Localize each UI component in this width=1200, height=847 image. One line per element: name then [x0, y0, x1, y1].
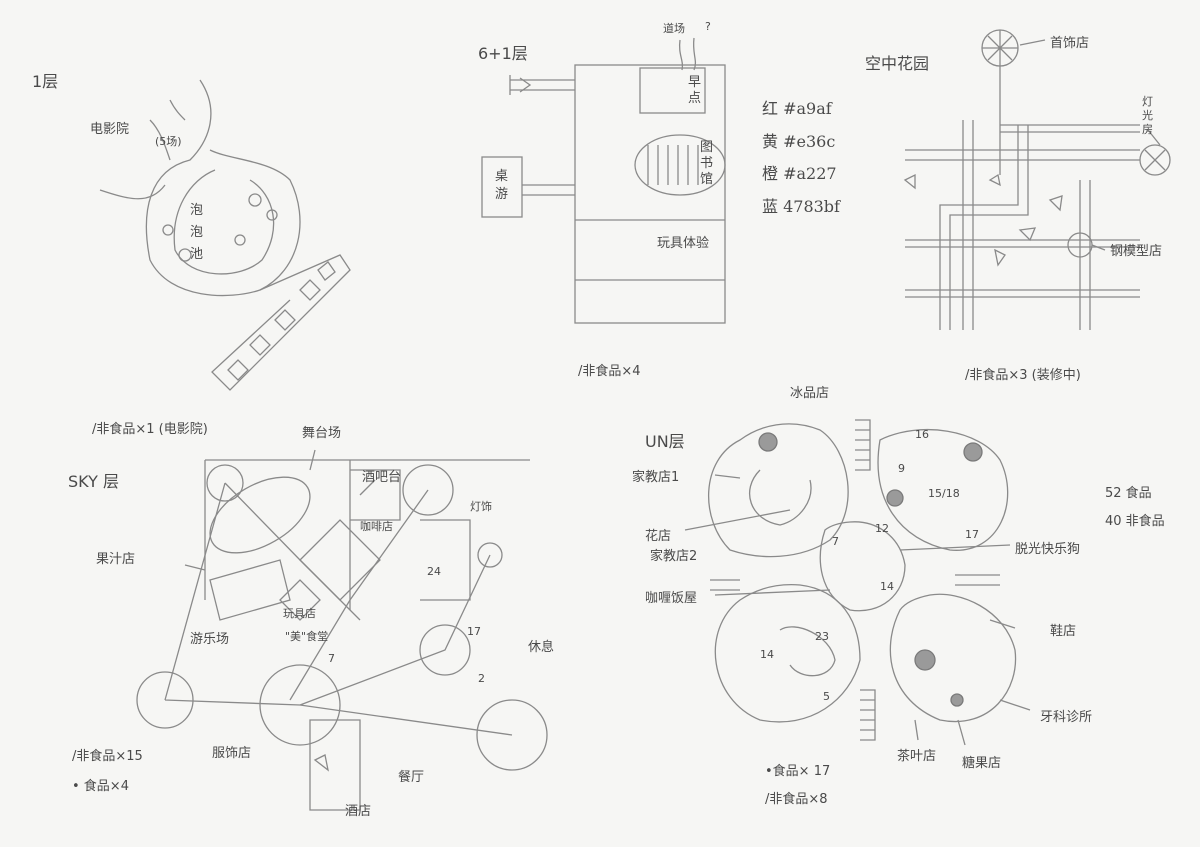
un-family1-label: 家教店1: [632, 470, 680, 485]
sky-lamp-label: 灯饰: [470, 500, 492, 513]
sky-dress-label: 服饰店: [212, 746, 252, 761]
sky-fruit-label: 果汁店: [96, 552, 136, 567]
un-num-14b: 14: [760, 648, 774, 661]
sky-note-nonfood: /非食品×15: [72, 749, 143, 764]
sky-hall-label: 餐厅: [398, 770, 425, 785]
un-num-23: 23: [815, 630, 829, 643]
un-num-15-18: 15/18: [928, 487, 960, 500]
floor-1f-pool-label: 泡泡池: [190, 203, 204, 262]
summary-nonfood: 40 非食品: [1105, 514, 1165, 529]
un-note-food: •食品× 17: [765, 764, 831, 779]
sky-garden-model-label: 钢模型店: [1110, 244, 1163, 259]
sky-num-7: 7: [328, 652, 335, 665]
floor-6f-walk-label: 玩具体验: [657, 236, 710, 251]
un-tea-label: 茶叶店: [897, 749, 937, 764]
floor-6f-drawing: [481, 37, 726, 324]
sky-garden-light-label: 灯光房: [1142, 95, 1153, 136]
sky-num-24: 24: [427, 565, 441, 578]
sky-playground-label: 游乐场: [190, 632, 230, 647]
floor-6f-desk-label: 桌游: [495, 169, 509, 202]
sky-stage-label: 舞台场: [302, 426, 342, 441]
sky-toy-label: 玩具店: [283, 607, 316, 620]
un-note-nonfood: /非食品×8: [765, 792, 828, 807]
color-code-red: 红 #a9af: [762, 99, 832, 118]
floor-1f-fountain-label: (5场): [155, 135, 182, 148]
floor-6f-street-label: 道场: [663, 22, 685, 35]
un-floor-title: UN层: [645, 432, 685, 451]
un-num-9: 9: [898, 462, 905, 475]
sky-note-food: • 食品×4: [72, 779, 129, 794]
sky-garden-drawing: [903, 29, 1171, 330]
un-num-16: 16: [915, 428, 929, 441]
summary-food: 52 食品: [1105, 486, 1152, 501]
un-shoe-label: 鞋店: [1050, 624, 1077, 639]
floor-6f-question-label: ?: [705, 20, 711, 33]
un-floor-drawing: [707, 419, 1017, 741]
sky-coffee-label: 咖啡店: [360, 520, 393, 533]
color-code-blue: 蓝 4783bf: [762, 197, 840, 216]
un-frozen-label: 冰品店: [790, 386, 830, 401]
sky-num-2: 2: [478, 672, 485, 685]
un-num-14: 14: [880, 580, 894, 593]
floor-6f-library-label: 图书馆: [700, 140, 714, 187]
un-flower-label: 花店: [645, 529, 672, 544]
sky-num-17: 17: [467, 625, 481, 638]
sky-garden-title: 空中花园: [865, 54, 930, 73]
sky-rest-label: 休息: [528, 640, 555, 655]
sky-floor-title: SKY 层: [68, 472, 119, 491]
color-code-yellow: 黄 #e36c: [762, 132, 836, 151]
floor-6f-title: 6+1层: [478, 44, 528, 63]
sky-bar-label: 酒吧台: [362, 470, 402, 485]
floor-1f-note: /非食品×1 (电影院): [92, 422, 208, 437]
sky-garden-jewelry-label: 首饰店: [1050, 36, 1090, 51]
un-clinic-label: 牙科诊所: [1040, 710, 1093, 725]
un-curry-label: 咖喱饭屋: [645, 591, 698, 606]
floor-1f-title: 1层: [32, 72, 59, 91]
floor-6f-note: /非食品×4: [578, 364, 641, 379]
un-candy-label: 糖果店: [962, 756, 1002, 771]
un-num-17: 17: [965, 528, 979, 541]
sky-wine-label: 酒店: [345, 804, 372, 819]
un-boyfriend-label: 脱光快乐狗: [1015, 542, 1081, 557]
leader-lines: [184, 39, 1161, 746]
sky-garden-note: /非食品×3 (装修中): [965, 368, 1081, 383]
un-num-12: 12: [875, 522, 889, 535]
un-num-5: 5: [823, 690, 830, 703]
un-family2-label: 家教店2: [650, 549, 698, 564]
color-code-orange: 橙 #a227: [762, 164, 837, 183]
sky-floor-drawing: [136, 459, 548, 811]
floor-6f-breakfast-label: 早点: [688, 75, 702, 106]
sky-food-label: "美"食堂: [285, 630, 329, 643]
floor-1f-drawing: [99, 79, 351, 391]
floor-1f-cinema-label: 电影院: [90, 122, 130, 137]
un-num-7a: 7: [832, 535, 839, 548]
